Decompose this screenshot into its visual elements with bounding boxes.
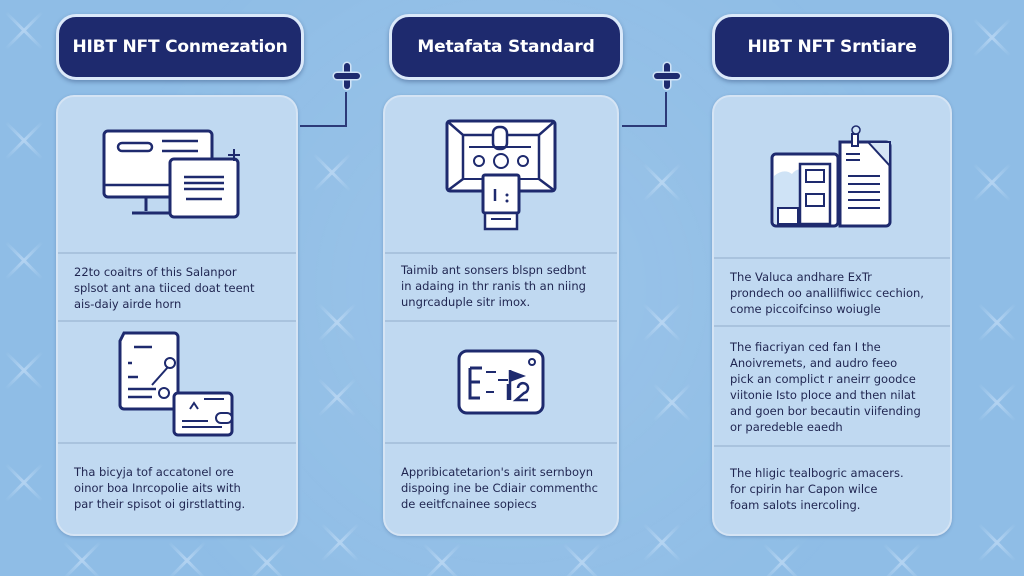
column-1-header-label: HIBT NFT Conmezation xyxy=(72,37,288,57)
column-3-text-block-1: The Valuca andhare ExTr prondech oo anal… xyxy=(714,257,950,325)
column-1-top-icon-area xyxy=(58,97,296,252)
column-3-header-label: HIBT NFT Srntiare xyxy=(747,37,917,57)
column-2-top-icon-area xyxy=(385,97,617,252)
column-2-middle-icon-area xyxy=(385,320,617,442)
monitor-with-device-icon xyxy=(441,117,561,233)
column-2-description-3: Appribicatetarion's airit sernboyn dispo… xyxy=(401,465,598,511)
column-3-text-block-2: The fiacriyan ced fan I the Anoivremets,… xyxy=(714,325,950,445)
column-3-top-icon-area xyxy=(714,97,950,257)
plus-icon xyxy=(334,63,360,89)
column-3-header: HIBT NFT Srntiare xyxy=(712,14,952,80)
column-1-card: 22to coaitrs of this Salanpor splsot ant… xyxy=(56,95,298,536)
column-1-description-3: Tha bicyja tof accatonel ore oinor boa I… xyxy=(74,465,246,511)
column-2-description-1: Taimib ant sonsers blspn sedbnt in adain… xyxy=(401,263,587,309)
column-3-description-1: The Valuca andhare ExTr prondech oo anal… xyxy=(730,270,924,316)
connector-line-2 xyxy=(622,92,667,127)
column-2-card: Taimib ant sonsers blspn sedbnt in adain… xyxy=(383,95,619,536)
column-3-description-3: The hligic tealbogric amacers. for cpiri… xyxy=(730,466,904,512)
plus-icon xyxy=(654,63,680,89)
column-1-text-block-3: Tha bicyja tof accatonel ore oinor boa I… xyxy=(58,442,296,534)
code-flag-card-icon xyxy=(456,348,546,416)
column-2-header: Metafata Standard xyxy=(389,14,623,80)
linked-documents-icon xyxy=(112,327,242,437)
building-and-document-icon xyxy=(768,124,896,230)
column-1-description-1: 22to coaitrs of this Salanpor splsot ant… xyxy=(74,265,255,311)
column-2-text-block-1: Taimib ant sonsers blspn sedbnt in adain… xyxy=(385,252,617,320)
column-3-card: The Valuca andhare ExTr prondech oo anal… xyxy=(712,95,952,536)
connector-line-1 xyxy=(300,92,347,127)
computer-with-document-icon xyxy=(102,127,252,223)
column-1-middle-icon-area xyxy=(58,320,296,442)
column-1-text-block-1: 22to coaitrs of this Salanpor splsot ant… xyxy=(58,252,296,320)
column-1-header: HIBT NFT Conmezation xyxy=(56,14,304,80)
column-3-text-block-3: The hligic tealbogric amacers. for cpiri… xyxy=(714,445,950,534)
column-2-text-block-3: Appribicatetarion's airit sernboyn dispo… xyxy=(385,442,617,534)
column-3-description-2: The fiacriyan ced fan I the Anoivremets,… xyxy=(730,340,921,434)
column-2-header-label: Metafata Standard xyxy=(417,37,595,57)
